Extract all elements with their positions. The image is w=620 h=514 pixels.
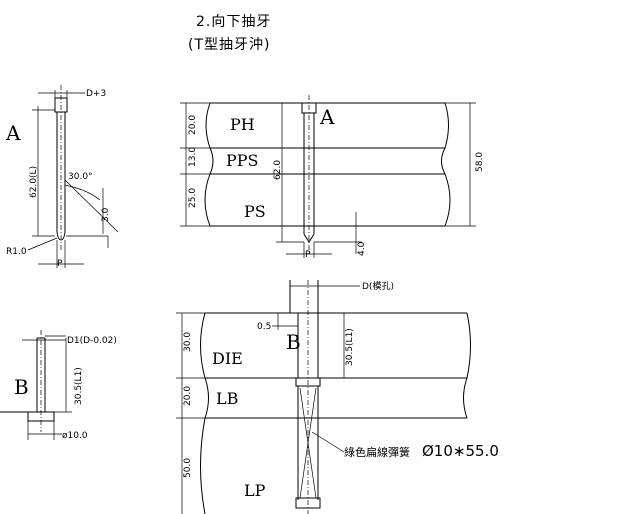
dim-lb: 20.0 bbox=[183, 386, 193, 406]
plate-lp-label: LP bbox=[244, 481, 266, 500]
title-line-2: (T型抽牙沖) bbox=[188, 37, 270, 53]
assembly-b-label: B bbox=[286, 330, 301, 354]
punch-a-angle: 30.0° bbox=[68, 172, 93, 182]
dim-total: 58.0 bbox=[475, 152, 485, 172]
dim-lp: 50.0 bbox=[183, 458, 193, 478]
plate-lb-label: LB bbox=[216, 389, 238, 408]
spring-note-spec: Ø10∗55.0 bbox=[422, 442, 499, 460]
dim-tip: 4.0 bbox=[357, 241, 367, 256]
dim-ps: 25.0 bbox=[188, 188, 198, 208]
dim-pps: 13.0 bbox=[188, 147, 198, 167]
plate-ps-label: PS bbox=[244, 202, 266, 221]
dim-d-hole: D(模孔) bbox=[362, 281, 394, 292]
punch-b-dim-head: ø10.0 bbox=[62, 431, 88, 441]
title-line-1: 2.向下抽牙 bbox=[196, 14, 271, 30]
punch-a-detail: D+3 62.0(L) A 30.0° 3.0 R1.0 P bbox=[5, 85, 119, 269]
dim-l1: 30.5(L1) bbox=[345, 328, 355, 366]
punch-a-dim-chamfer: 3.0 bbox=[101, 207, 111, 222]
punch-b-dim-length: 30.5(L1) bbox=[74, 367, 84, 405]
punch-b-label: B bbox=[14, 375, 29, 399]
punch-b-dim-d1: D1(D-0.02) bbox=[67, 336, 117, 346]
punch-a-radius: R1.0 bbox=[6, 247, 27, 257]
spring-note-cn: 綠色扁線彈簧 bbox=[344, 445, 410, 459]
punch-a-dim-p: P bbox=[57, 259, 63, 269]
punch-a-dim-top: D+3 bbox=[86, 89, 106, 99]
plate-ph-label: PH bbox=[230, 115, 255, 134]
dim-gap: 0.5 bbox=[257, 322, 271, 332]
assembly-b-detail: D(模孔) 0.5 B DIE LB LP 30.0 20.0 50.0 30.… bbox=[176, 280, 499, 514]
dim-punch-length: 62.0 bbox=[273, 160, 283, 180]
assembly-a-label: A bbox=[319, 105, 335, 129]
assembly-a-dim-p: P bbox=[305, 250, 311, 260]
punch-b-detail: D1(D-0.02) 30.5(L1) B ø10.0 bbox=[0, 330, 117, 441]
plate-pps-label: PPS bbox=[226, 151, 259, 170]
punch-a-label: A bbox=[5, 121, 21, 145]
dim-ph: 20.0 bbox=[188, 115, 198, 135]
dim-die: 30.0 bbox=[183, 332, 193, 352]
assembly-a-detail: PH PPS PS A 20.0 13.0 25.0 62.0 58.0 4.0… bbox=[180, 95, 485, 260]
drawing-title: 2.向下抽牙 (T型抽牙沖) bbox=[188, 14, 271, 53]
punch-a-dim-length: 62.0(L) bbox=[29, 166, 39, 198]
plate-die-label: DIE bbox=[212, 349, 243, 368]
